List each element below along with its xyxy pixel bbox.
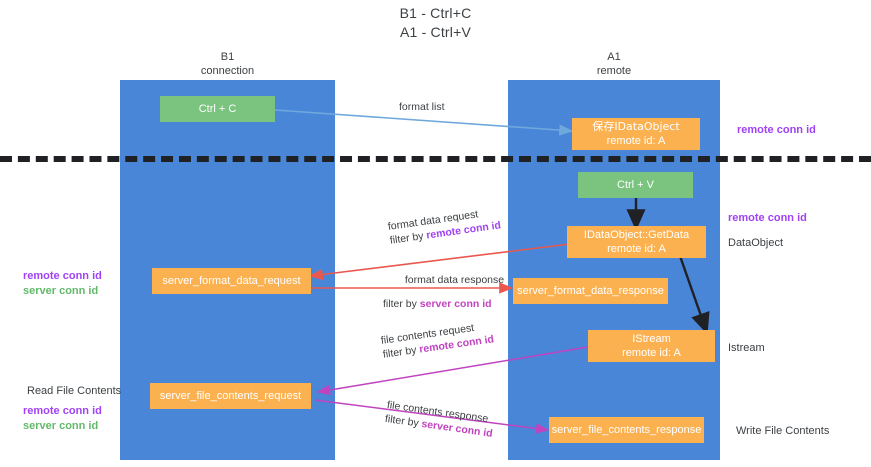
filter-prefix: filter by (384, 412, 423, 430)
filter-prefix: filter by (383, 298, 420, 310)
node-server-file-contents-response-label: server_file_contents_response (551, 424, 702, 436)
node-ctrl-c[interactable]: Ctrl + C (160, 96, 275, 122)
node-getdata-line-2: remote id: A (607, 243, 666, 255)
annotation-read-file-contents: Read File Contents (27, 385, 122, 397)
column-b1-role: connection (200, 65, 255, 77)
annotation-remote-conn-id-mid: remote conn id (728, 212, 807, 224)
diagram-title: B1 - Ctrl+C A1 - Ctrl+V (0, 4, 871, 42)
phase-divider (0, 156, 871, 162)
filter-prefix: filter by (382, 343, 421, 361)
node-data-object-line-2: remote id: A (606, 135, 666, 147)
edge-label-format-data-response: format data response filter by server co… (383, 273, 526, 311)
annotation-data-object: DataObject (728, 237, 784, 249)
annotation-remote-conn-id-top: remote conn id (737, 124, 816, 136)
filter-prefix: filter by (389, 229, 428, 247)
column-header-a1: A1 remote (508, 50, 720, 78)
column-header-b1: B1 connection (120, 50, 335, 78)
node-server-format-data-request[interactable]: server_format_data_request (152, 268, 311, 294)
node-getdata-line-1: IDataObject::GetData (583, 229, 690, 241)
node-server-format-data-response-label: server_format_data_response (517, 285, 664, 297)
title-line-2: A1 - Ctrl+V (399, 24, 472, 40)
node-istream-line-2: remote id: A (622, 347, 681, 359)
edge-label-format-list: format list (399, 101, 445, 113)
node-server-file-contents-request-label: server_file_contents_request (159, 390, 302, 402)
annotation-left-server-conn-id: server conn id (23, 285, 99, 297)
edge-label-file-contents-response: file contents response filter by server … (384, 398, 495, 441)
node-idataobject-getdata[interactable]: IDataObject::GetData remote id: A (567, 226, 706, 258)
edge-label-format-data-request: format data request filter by remote con… (387, 204, 502, 247)
node-data-object-line-1: 保存IDataObject (592, 120, 680, 133)
edge-label-file-contents-request: file contents request filter by remote c… (380, 318, 495, 361)
annotation-left-server-conn-id-2: server conn id (23, 420, 99, 432)
edge-format-data-response-title: format data response (404, 274, 505, 286)
node-ctrl-c-label: Ctrl + C (198, 103, 237, 115)
node-server-format-data-request-label: server_format_data_request (162, 275, 301, 287)
node-ctrl-v[interactable]: Ctrl + V (578, 172, 693, 198)
node-ctrl-v-label: Ctrl + V (617, 179, 654, 191)
column-a1-role: remote (596, 65, 632, 77)
annotation-left-remote-conn-id: remote conn id (23, 270, 102, 282)
annotation-istream: Istream (728, 342, 765, 354)
title-line-1: B1 - Ctrl+C (399, 5, 472, 21)
node-istream-line-1: IStream (632, 333, 671, 345)
column-b1-name: B1 (220, 51, 235, 63)
column-a1-name: A1 (607, 51, 621, 63)
edge-format-data-response-filter: filter by server conn id (383, 297, 526, 311)
node-data-object[interactable]: 保存IDataObject remote id: A (572, 118, 700, 150)
annotation-left-remote-conn-id-2: remote conn id (23, 405, 102, 417)
node-server-format-data-response[interactable]: server_format_data_response (513, 278, 668, 304)
node-server-file-contents-request[interactable]: server_file_contents_request (150, 383, 311, 409)
filter-key-server-conn-id: server conn id (419, 298, 492, 310)
node-server-file-contents-response[interactable]: server_file_contents_response (549, 417, 704, 443)
annotation-write-file-contents: Write File Contents (736, 425, 830, 437)
node-istream[interactable]: IStream remote id: A (588, 330, 715, 362)
